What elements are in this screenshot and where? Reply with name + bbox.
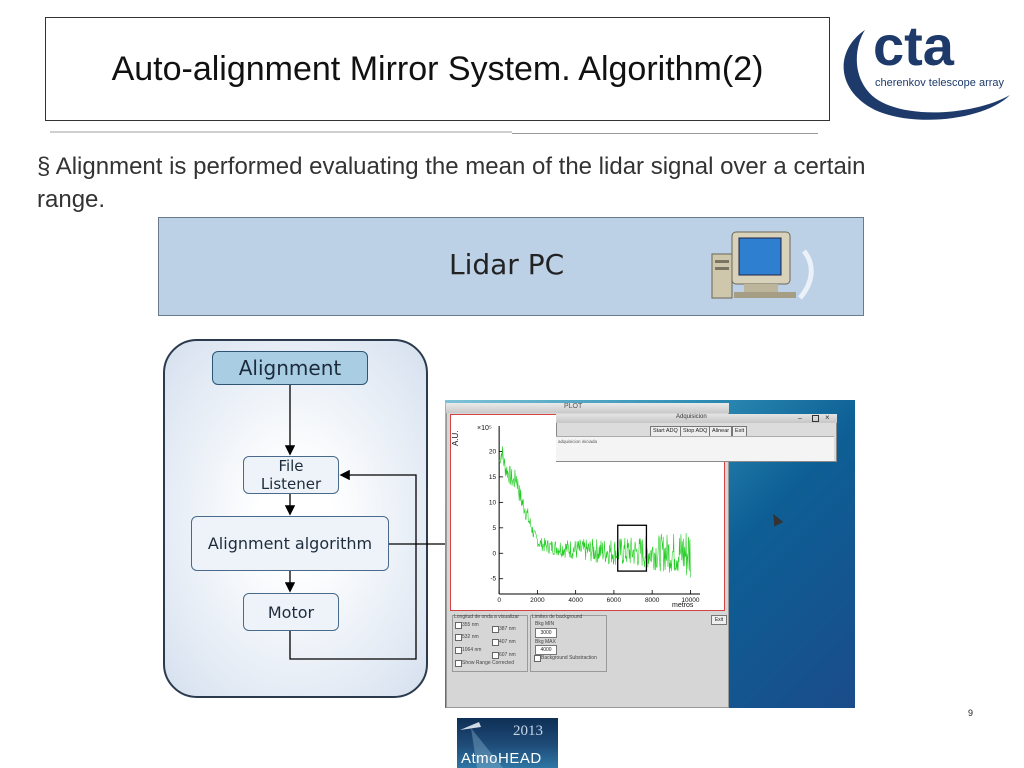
plot-exit-button[interactable]: Exit: [711, 615, 727, 625]
wl2-checkbox[interactable]: [455, 634, 462, 641]
bkg-min-input[interactable]: 3000: [535, 628, 557, 638]
y-tick-label: 0: [493, 550, 497, 557]
y-axis-label: A.U.: [451, 430, 460, 446]
acquisition-log-text: adquisicion iniciada: [558, 439, 598, 444]
wl6-checkbox[interactable]: [492, 652, 499, 659]
lidar-pc-band: Lidar PC: [158, 217, 864, 316]
signal-line: [498, 446, 691, 578]
cta-tagline: cherenkov telescope array: [875, 77, 1005, 89]
x-tick-label: 8000: [645, 597, 660, 604]
bkg-sub-label: Background Substraction: [541, 655, 597, 661]
x-tick-label: 4000: [568, 597, 583, 604]
wl6-label: 607 nm: [499, 652, 516, 658]
wl2-label: 532 nm: [462, 634, 479, 640]
x-axis-label: metros: [672, 602, 694, 609]
bkg-max-input[interactable]: 4000: [535, 645, 557, 655]
wl5-checkbox[interactable]: [492, 639, 499, 646]
wl1-label: 355 nm: [462, 622, 479, 628]
page-number: 9: [968, 708, 974, 718]
bullet-symbol: §: [37, 153, 51, 180]
slide-title-box: Auto-alignment Mirror System. Algorithm(…: [45, 17, 830, 121]
atmohead-beam-graphic: [460, 722, 503, 768]
wl4-checkbox[interactable]: [492, 626, 499, 633]
wl3-checkbox[interactable]: [455, 647, 462, 654]
chart-series: [498, 446, 691, 578]
computer-icon: [711, 231, 814, 300]
bkg-min-label: Bkg MIN: [535, 621, 555, 627]
wl5-label: 407 nm: [499, 639, 516, 645]
acquisition-log: adquisicion iniciada: [556, 436, 834, 461]
y-tick-label: 15: [489, 474, 497, 481]
node-motor: Motor: [243, 593, 339, 631]
title-separator: [50, 131, 512, 133]
y-tick-label: 5: [493, 525, 497, 532]
show-range-label: Show Range Corrected: [462, 660, 514, 666]
y-tick-label: 20: [489, 448, 497, 455]
y-tick-label: 10: [489, 499, 497, 506]
y-multiplier-label: ×10⁵: [477, 425, 492, 432]
bkg-max-label: Bkg MAX: [535, 639, 556, 645]
arrow-motor-feedback: [289, 469, 417, 660]
chart-axes: [498, 426, 700, 595]
atmohead-logo: 2013 AtmoHEAD: [457, 718, 558, 768]
acquisition-window-titlebar[interactable]: Adquisicion: [556, 414, 837, 423]
lidar-pc-label: Lidar PC: [449, 248, 565, 281]
atmohead-name: AtmoHEAD: [461, 750, 542, 767]
bullet-point: § Alignment is performed evaluating the …: [37, 150, 937, 216]
x-tick-label: 10000: [681, 597, 699, 604]
x-tick-label: 6000: [607, 597, 622, 604]
background-group: [530, 615, 607, 672]
background-group-title: Limites de background: [532, 614, 583, 620]
close-icon[interactable]: ×: [825, 413, 830, 422]
chart-ticks: 0 2000 4000 6000 8000 10000 -5 0 5 10 15 20: [489, 448, 700, 604]
node-file-listener: File Listener: [243, 456, 339, 494]
maximize-icon[interactable]: [812, 415, 819, 422]
bullet-text: Alignment is performed evaluating the me…: [37, 153, 866, 213]
slide-title: Auto-alignment Mirror System. Algorithm(…: [111, 49, 764, 88]
wl4-label: 387 nm: [499, 626, 516, 632]
title-separator-right: [512, 133, 818, 134]
node-alignment-algorithm: Alignment algorithm: [191, 516, 389, 571]
atmohead-year: 2013: [513, 723, 543, 739]
lidar-signal-chart: 0 2000 4000 6000 8000 10000 -5 0 5 10 15 20 A.U. me…: [451, 425, 700, 609]
cta-logo: cta cherenkov telescope array: [843, 14, 1010, 120]
wavelength-group: [452, 615, 528, 672]
cta-logo-swoosh: [843, 30, 1010, 120]
bkg-sub-checkbox[interactable]: [534, 655, 541, 662]
node-alignment: Alignment: [212, 351, 368, 385]
x-tick-label: 0: [497, 597, 501, 604]
cta-wordmark: cta: [873, 14, 955, 77]
wl1-checkbox[interactable]: [455, 622, 462, 629]
y-tick-label: -5: [490, 576, 496, 583]
wl3-label: 1064 nm: [462, 647, 482, 653]
minimize-icon[interactable]: –: [798, 415, 802, 422]
acquisition-window-title: Adquisicion: [676, 414, 707, 420]
wavelength-group-title: Longitud de onda a visualizar: [454, 614, 520, 620]
show-range-checkbox[interactable]: [455, 660, 462, 667]
x-tick-label: 2000: [530, 597, 545, 604]
plot-window-title: PLOT: [564, 403, 583, 410]
range-highlight-box: [617, 524, 648, 572]
plot-window-titlebar[interactable]: PLOT: [446, 403, 729, 413]
